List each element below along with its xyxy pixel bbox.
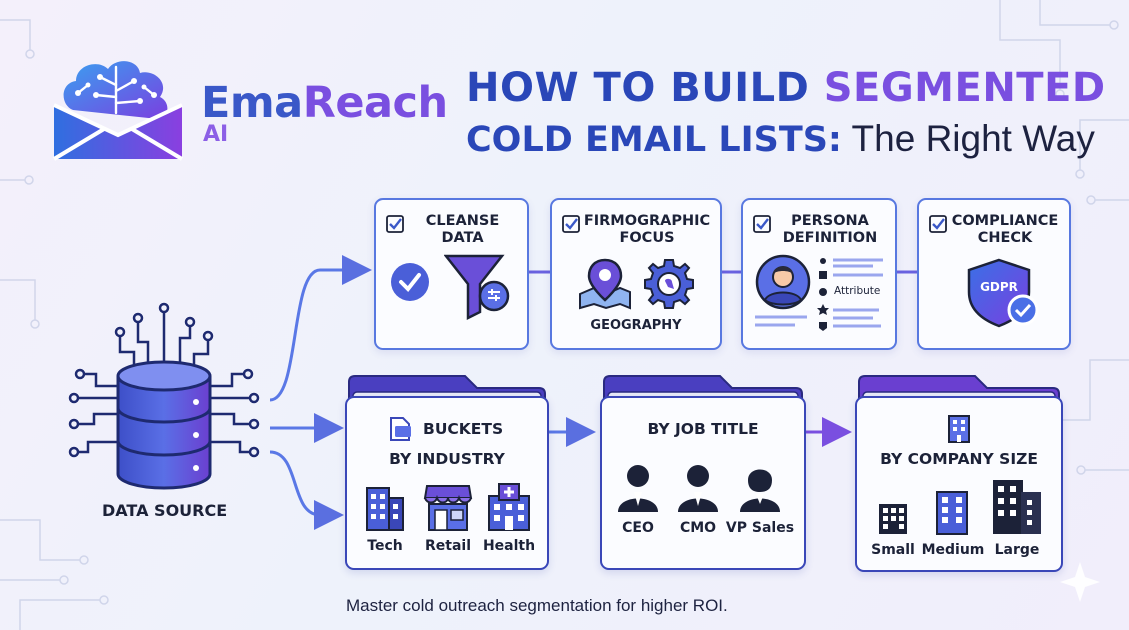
brand-logo-icon: [52, 61, 184, 161]
checkbox-icon: [562, 215, 580, 233]
bucket-title: BY JOB TITLE: [647, 420, 759, 438]
bucket-title: BY INDUSTRY: [389, 450, 505, 468]
step-title: CLEANSE: [425, 213, 500, 229]
page-title-line-2: COLD EMAIL LISTS: The Right Way: [466, 118, 1095, 160]
user-avatar-icon: [755, 254, 811, 310]
brand-name: EmaReach: [201, 78, 448, 128]
step-title: FOCUS: [619, 230, 675, 246]
large-building-icon: [993, 480, 1041, 534]
step-title: DEFINITION: [782, 230, 878, 246]
footer-tagline: Master cold outreach segmentation for hi…: [346, 596, 728, 615]
step-title: COMPLIANCE: [951, 213, 1059, 229]
bucket-title: BY COMPANY SIZE: [880, 450, 1038, 468]
tech-building-icon: [366, 487, 404, 531]
gdpr-badge-text: GDPR: [980, 280, 1018, 294]
retail-store-icon: [423, 485, 473, 531]
attribute-caption: Attribute: [834, 285, 881, 297]
checkbox-icon: [386, 215, 404, 233]
data-source-label: DATA SOURCE: [102, 501, 228, 520]
persona-attribute-list-icon: [817, 258, 883, 331]
job-title-label: VP Sales: [725, 520, 795, 536]
vp-sales-person-icon: [740, 469, 780, 512]
bucket-folder-company-size: BY COMPANY SIZE Small Medium Large: [855, 374, 1063, 572]
step-title: FIRMOGRAPHIC: [583, 213, 711, 229]
office-building-icon: [948, 415, 970, 443]
health-hospital-icon: [488, 483, 530, 531]
bucket-folder-job-title: BY JOB TITLE CEO CMO VP Sales: [600, 374, 806, 570]
ceo-person-icon: [618, 465, 658, 512]
job-title-label: CMO: [679, 520, 717, 536]
database-icon: [68, 302, 260, 490]
step-title: CHECK: [977, 230, 1033, 246]
checkbox-icon: [929, 215, 947, 233]
medium-building-icon: [936, 491, 968, 535]
check-circle-icon: [391, 263, 429, 301]
document-folder-icon: [390, 417, 411, 441]
industry-label: Tech: [367, 538, 403, 554]
bucket-title: BUCKETS: [423, 420, 504, 438]
page-title-line-1: HOW TO BUILD SEGMENTED: [466, 65, 1106, 111]
checkbox-icon: [753, 215, 771, 233]
step-title: PERSONA: [791, 213, 869, 229]
brand-sub: AI: [203, 122, 229, 147]
step-title: DATA: [441, 230, 484, 246]
gear-icon: [644, 259, 694, 309]
small-building-icon: [879, 504, 907, 534]
company-size-label: Large: [994, 542, 1040, 558]
industry-label: Health: [482, 538, 536, 554]
gdpr-shield-icon: [967, 258, 1039, 328]
company-size-label: Small: [871, 542, 915, 558]
geography-caption: GEOGRAPHY: [590, 318, 682, 333]
bucket-folder-industry: BUCKETS BY INDUSTRY Tech Retail Health: [345, 374, 549, 570]
map-pin-icon: [579, 258, 631, 310]
persona-text-lines: [755, 315, 807, 327]
cmo-person-icon: [678, 465, 718, 512]
job-title-label: CEO: [622, 520, 654, 536]
filter-funnel-icon: [444, 254, 510, 321]
company-size-label: Medium: [921, 542, 985, 558]
industry-label: Retail: [424, 538, 471, 554]
